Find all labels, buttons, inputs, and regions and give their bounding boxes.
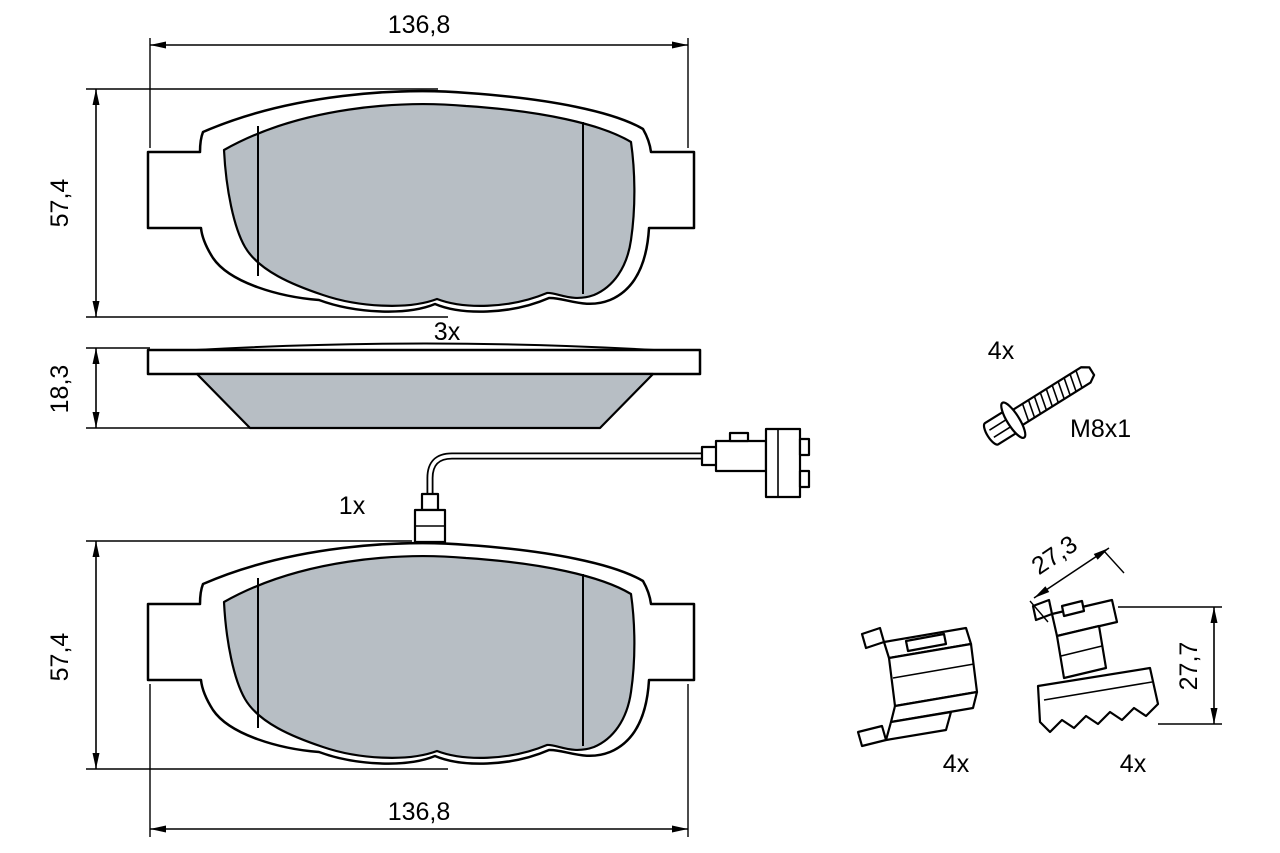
- backplate-side: [146, 348, 702, 376]
- bolt-view: 4x M8x1: [982, 337, 1131, 446]
- clip-right-fold-line: [1060, 645, 1103, 657]
- sensor-height-label: 57,4: [46, 633, 74, 682]
- clip-left-top-finger: [860, 626, 886, 650]
- clip-left-view: 4x: [856, 626, 979, 778]
- bolt-flange: [1000, 401, 1027, 439]
- clip-right-view: 27,3 27,7 4x: [1027, 530, 1222, 778]
- clip-left-spring-leaf: [884, 710, 953, 742]
- clip-left-qty-label: 4x: [943, 750, 970, 778]
- dimension-line-clip-width: [1033, 547, 1110, 599]
- clip-left-bottom-lip: [889, 690, 979, 724]
- connector-pin-top: [798, 437, 811, 457]
- connector-pin-bottom: [798, 469, 811, 489]
- clip-left-window: [904, 632, 948, 653]
- pad-surface-arc: [195, 342, 655, 351]
- extension-line: [1103, 550, 1125, 574]
- clip-width-label: 27,3: [1027, 530, 1083, 580]
- friction-side: [195, 372, 655, 430]
- top-qty-label: 3x: [434, 318, 461, 346]
- top-height-label: 57,4: [46, 179, 74, 228]
- clip-right-qty-label: 4x: [1120, 750, 1147, 778]
- sensor-qty-label: 1x: [339, 492, 366, 520]
- top-pad-view: 136,8 57,4 3x: [46, 11, 696, 346]
- connector-head: [764, 427, 802, 499]
- clip-right-tab-detail: [1060, 599, 1086, 618]
- clip-right-bottom-flange: [1036, 666, 1160, 734]
- clip-height-label: 27,7: [1175, 642, 1203, 691]
- clip-left-hook: [856, 724, 888, 748]
- clip-right-neck: [1055, 624, 1108, 680]
- extension-line: [1029, 600, 1049, 623]
- bolt-threads: [1021, 370, 1083, 422]
- bolt-qty-label: 4x: [988, 337, 1015, 365]
- sensor-width-label: 136,8: [388, 798, 451, 826]
- brake-pad-top: [146, 89, 696, 313]
- thickness-label: 18,3: [46, 365, 74, 414]
- clip-right-top-tab: [1050, 598, 1119, 638]
- clip-right-flange-line: [1043, 681, 1153, 701]
- connector-body: [714, 439, 768, 473]
- sensor-pad-view: 1x 57,4 136,8: [46, 427, 811, 837]
- brake-pad-with-sensor: [146, 541, 696, 765]
- bolt-thread-label: M8x1: [1070, 415, 1131, 443]
- sensor-grommet: [420, 492, 440, 512]
- bolt: [982, 366, 1096, 446]
- clip-right-top-finger: [1031, 598, 1054, 622]
- sensor-wire: [426, 452, 708, 506]
- sensor-wire-core: [428, 454, 706, 504]
- top-width-label: 136,8: [388, 11, 451, 39]
- side-view: 18,3: [46, 342, 702, 430]
- connector-latch-tab: [728, 431, 750, 443]
- clip-left-fold-line: [892, 663, 975, 679]
